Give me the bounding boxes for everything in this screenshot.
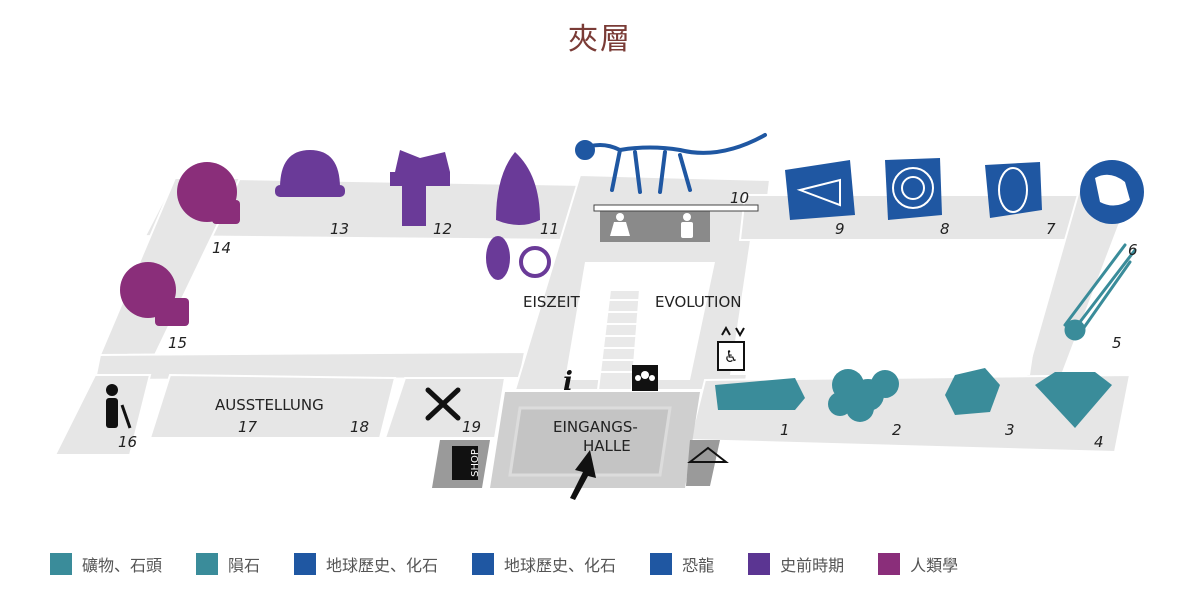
svg-text:i: i [563, 367, 573, 397]
legend-item: 史前時期 [748, 552, 844, 576]
legend-item: 礦物、石頭 [50, 552, 162, 576]
skull-icon [177, 162, 240, 224]
legend-label: 地球歷史、化石 [504, 556, 617, 575]
legend-swatch [50, 553, 72, 575]
room-number: 7 [1046, 220, 1056, 238]
legend-swatch [748, 553, 771, 575]
legend-swatch [650, 553, 673, 575]
room-number: 12 [433, 220, 452, 238]
hall-ausstellung: AUSSTELLUNG [215, 396, 324, 414]
room-number: 13 [330, 220, 349, 238]
room-number: 4 [1094, 433, 1104, 451]
legend-label: 恐龍 [682, 556, 715, 575]
legend-item: 隕石 [196, 552, 260, 576]
room-number: 8 [940, 220, 950, 238]
stairs [596, 289, 642, 391]
crystal-bar-icon [715, 378, 805, 410]
room-number: 10 [730, 189, 749, 207]
room-number: 19 [462, 418, 481, 436]
trilobite-icon [985, 162, 1042, 218]
legend-label: 地球歷史、化石 [326, 556, 439, 575]
helmet-icon [275, 150, 345, 197]
tools-icon [425, 387, 461, 421]
gemstone-icon [945, 368, 1000, 415]
hall-eingang-line1: EINGANGS- [553, 418, 638, 436]
legend-item: 地球歷史、化石 [294, 552, 438, 576]
fish-fossil-icon [785, 160, 855, 220]
ammonite-icon [885, 158, 942, 220]
hall-eiszeit: EISZEIT [523, 293, 581, 311]
room-number: 14 [212, 239, 231, 257]
legend-label: 隕石 [228, 556, 261, 575]
legend-item: 恐龍 [650, 552, 714, 576]
room-number: 3 [1005, 421, 1015, 439]
room-number: 6 [1128, 241, 1138, 259]
legend-swatch [878, 553, 901, 575]
legend-label: 人類學 [910, 556, 959, 575]
info-icon[interactable]: i [563, 367, 573, 397]
courtyard-right [730, 240, 1050, 375]
room-number: 18 [350, 418, 369, 436]
meteor-icon [1063, 243, 1137, 341]
mineral-cluster-icon [828, 369, 899, 422]
room-number: 11 [540, 220, 559, 238]
legend-swatch [196, 553, 219, 575]
hanger-icon [687, 446, 729, 463]
room-number: 9 [835, 220, 845, 238]
room-number: 16 [118, 433, 137, 451]
room-number: 5 [1112, 334, 1122, 352]
dinosaur-skeleton-icon [575, 133, 767, 194]
legend-label: 史前時期 [780, 556, 845, 575]
hand-axe-icon [496, 152, 540, 225]
venus-figure-icon [486, 236, 551, 280]
elevator-wheelchair-icon[interactable]: ♿ [717, 325, 745, 371]
skull-icon [120, 262, 189, 326]
toilet-woman-icon [610, 213, 630, 236]
legend: 礦物、石頭 隕石 地球歷史、化石 地球歷史、化石 恐龍 史前時期 人類學 [50, 552, 992, 576]
legend-item: 人類學 [878, 552, 958, 576]
legend-swatch [294, 553, 317, 575]
hall-eingang-line2: HALLE [583, 437, 631, 455]
svg-text:♿: ♿ [724, 347, 738, 366]
svg-text:SHOP: SHOP [470, 449, 481, 477]
earth-globe-icon [1080, 160, 1144, 224]
floor-plan: ♿ i SHOP EISZEIT EVOLUTION AUSSTELLUNG E… [53, 133, 1144, 500]
room-number: 17 [238, 418, 258, 436]
legend-item: 地球歷史、化石 [472, 552, 616, 576]
courtyard-left [160, 238, 510, 352]
toilet-man-icon [681, 213, 693, 238]
room-number: 15 [168, 334, 187, 352]
legend-label: 礦物、石頭 [82, 556, 163, 575]
legend-swatch [472, 553, 495, 575]
shop-bag-icon[interactable]: SHOP [452, 446, 481, 480]
entrance-hall-floor [508, 406, 672, 477]
entrance-arrow-icon [570, 450, 596, 500]
horse-figure-icon [390, 150, 450, 226]
senior-walker-icon [106, 384, 132, 429]
room-number: 2 [892, 421, 902, 439]
central-court [565, 262, 715, 380]
room-number: 1 [780, 421, 790, 439]
diamond-icon [1035, 372, 1112, 428]
page-title: 夾層 [568, 22, 632, 57]
group-icon[interactable] [632, 365, 658, 391]
hall-evolution: EVOLUTION [655, 293, 741, 311]
